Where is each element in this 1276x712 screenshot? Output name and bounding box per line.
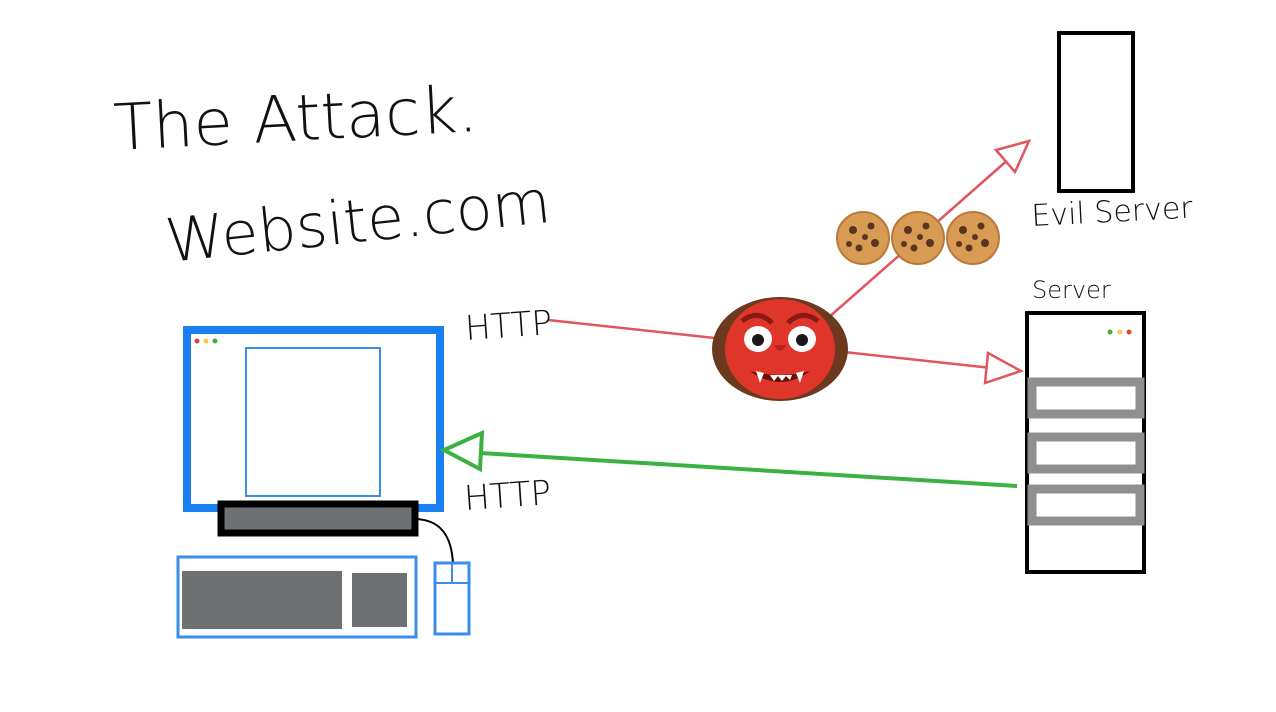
demon-mask-icon [712, 297, 848, 401]
stolen-cookies [836, 211, 1000, 265]
window-close-dot [194, 338, 200, 344]
mouse-cable [415, 518, 454, 566]
server-slot [1027, 484, 1145, 526]
server-slot [1027, 432, 1145, 474]
server-led-red [1126, 329, 1132, 335]
http-response-label: HTTP [463, 473, 553, 519]
keyboard-keys-main [182, 571, 342, 629]
server [1025, 311, 1146, 574]
http-response-arrowhead [439, 429, 485, 473]
monitor-stand [217, 500, 419, 537]
window-maximize-dot [212, 338, 218, 344]
diagram-title: The Attack. [112, 73, 479, 166]
website-label: Website.com [162, 167, 554, 277]
cookie-icon [836, 211, 890, 265]
server-slot [1027, 377, 1145, 419]
http-request-arrowhead [983, 351, 1025, 385]
http-response-line [479, 451, 1018, 488]
evil-server-label: Evil Server [1031, 191, 1195, 234]
http-request-label: HTTP [464, 303, 554, 349]
exfiltration-arrowhead [993, 139, 1032, 175]
cookie-icon [891, 211, 945, 265]
server-label: Server [1032, 276, 1111, 304]
server-led-green [1107, 329, 1113, 335]
keyboard-keys-numpad [352, 573, 407, 627]
window-minimize-dot [203, 338, 209, 344]
server-led-yellow [1117, 329, 1123, 335]
browser-page [245, 347, 381, 497]
client-computer [176, 326, 471, 639]
evil-server [1057, 31, 1135, 193]
cookie-icon [946, 211, 1000, 265]
